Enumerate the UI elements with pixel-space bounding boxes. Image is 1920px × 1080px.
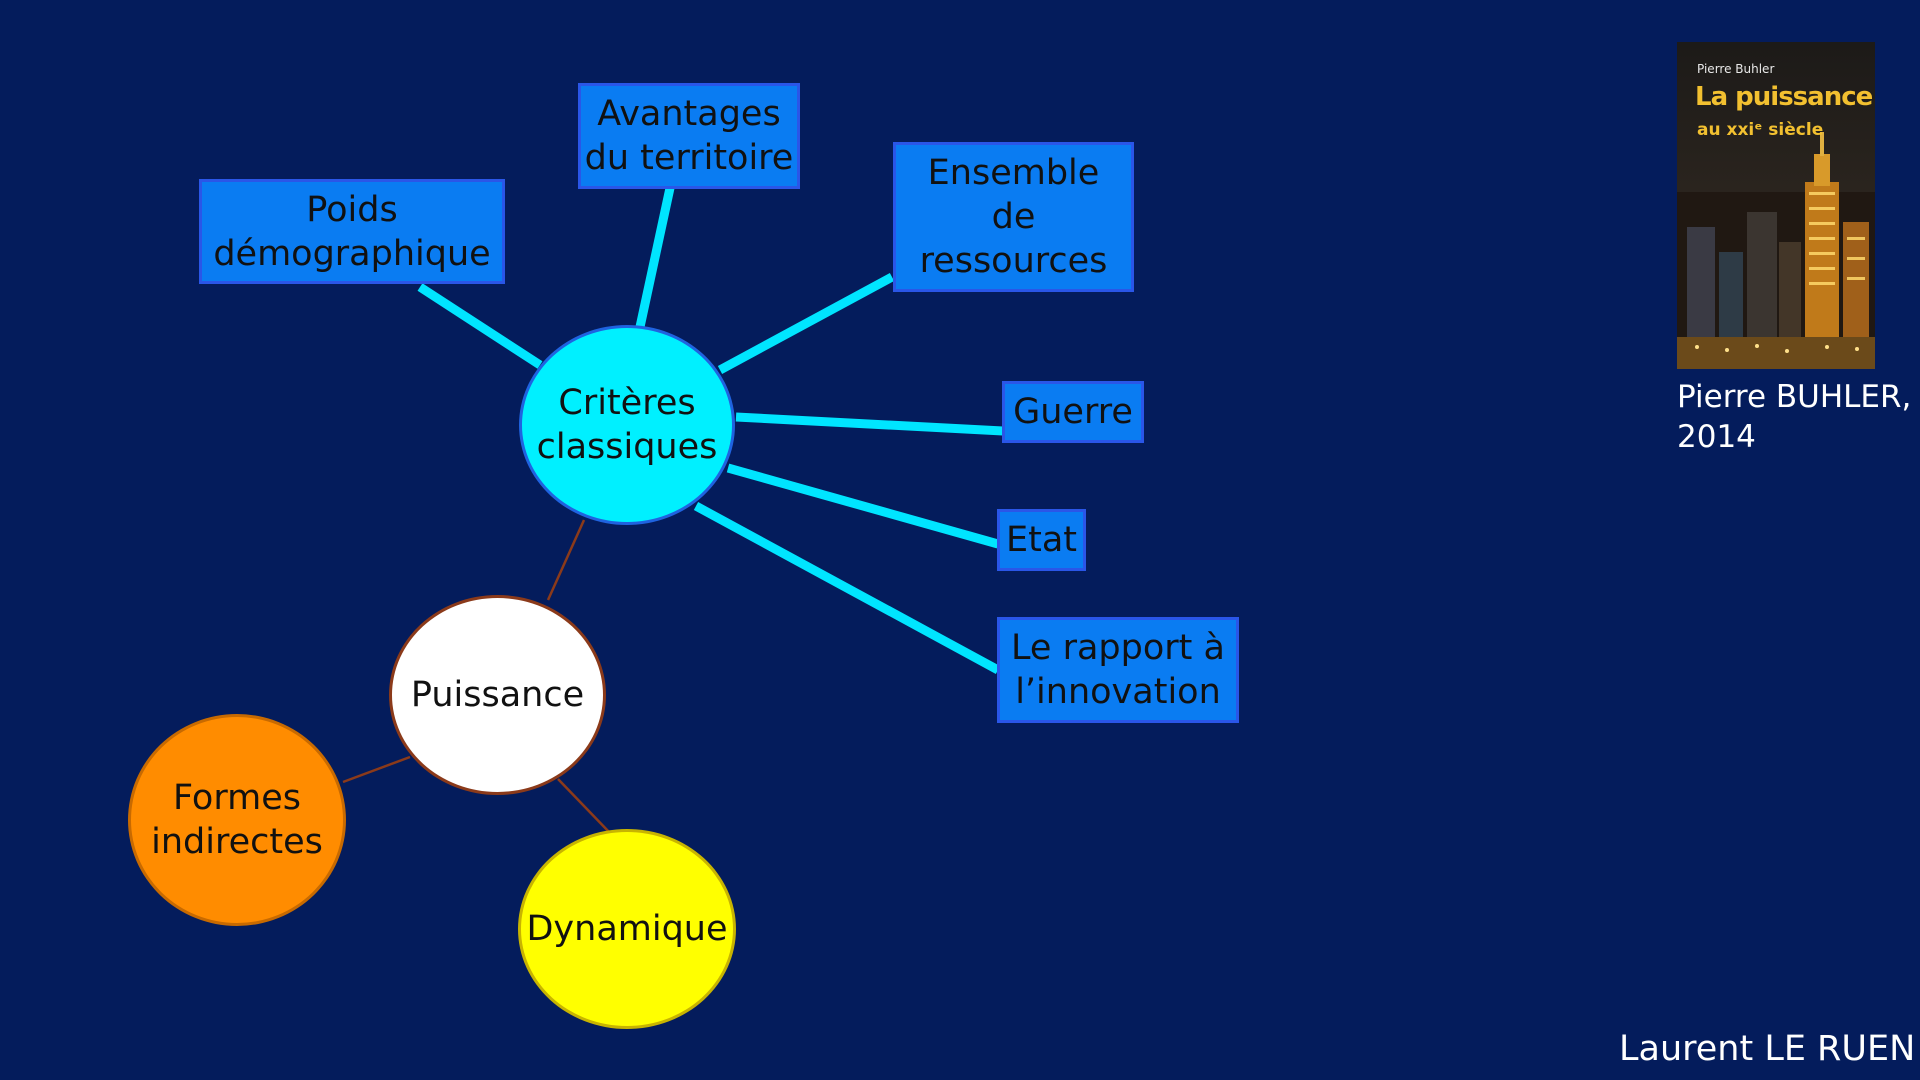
node-dynamique-label: Dynamique [526,909,728,949]
node-puissance-label: Puissance [410,675,585,715]
center-line1: Critères [558,383,696,423]
node-puissance: Puissance [389,595,606,795]
connector-avantages [635,187,675,328]
node-dynamique: Dynamique [518,829,736,1029]
book-subtitle: au xxiᵉ siècle [1697,120,1824,140]
connector-poids [417,283,543,369]
node-ensemble-ressources: Ensemble de ressources [893,142,1134,292]
book-cover: Pierre Buhler La puissance au xxiᵉ siècl… [1677,42,1875,369]
book-caption: Pierre BUHLER, 2014 [1677,377,1911,457]
node-avantages-territoire: Avantages du territoire [578,83,800,189]
node-formes-indirectes: Formes indirectes [128,714,346,926]
footer-author: Laurent LE RUEN [1619,1029,1916,1069]
node-rapport-line2: l’innovation [1015,672,1221,712]
center-line2: classiques [536,427,718,467]
connector-rapport [693,502,1001,674]
node-poids-demographique: Poids démographique [199,179,505,284]
formes-line1: Formes [173,778,301,818]
node-etat-label: Etat [1005,520,1077,560]
node-rapport-innovation: Le rapport à l’innovation [997,617,1239,723]
formes-line2: indirectes [151,822,323,862]
node-rapport-line1: Le rapport à [1011,628,1225,668]
node-poids-line2: démographique [213,233,491,274]
book-title: La puissance [1695,82,1873,112]
node-ensemble-line3: ressources [919,241,1108,281]
connector-puissance-criteres [546,519,586,601]
connector-puissance-dynamique [557,778,611,834]
book-cityscape-image [1677,132,1875,369]
node-guerre-label: Guerre [1013,392,1133,432]
node-criteres-classiques: Critères classiques [519,325,735,525]
book-caption-line1: Pierre BUHLER, [1677,379,1912,415]
connector-ensemble [717,273,895,374]
connector-puissance-formes [342,755,411,784]
node-etat: Etat [997,509,1086,571]
node-poids-line1: Poids [306,189,398,230]
book-caption-line2: 2014 [1677,419,1756,455]
node-avantages-line1: Avantages [597,94,781,134]
node-avantages-line2: du territoire [584,138,794,178]
node-ensemble-line1: Ensemble [927,153,1100,193]
node-guerre: Guerre [1002,381,1144,443]
book-author: Pierre Buhler [1697,62,1775,76]
connector-etat [726,463,1000,549]
connector-guerre [735,412,1004,436]
node-ensemble-line2: de [991,197,1036,237]
